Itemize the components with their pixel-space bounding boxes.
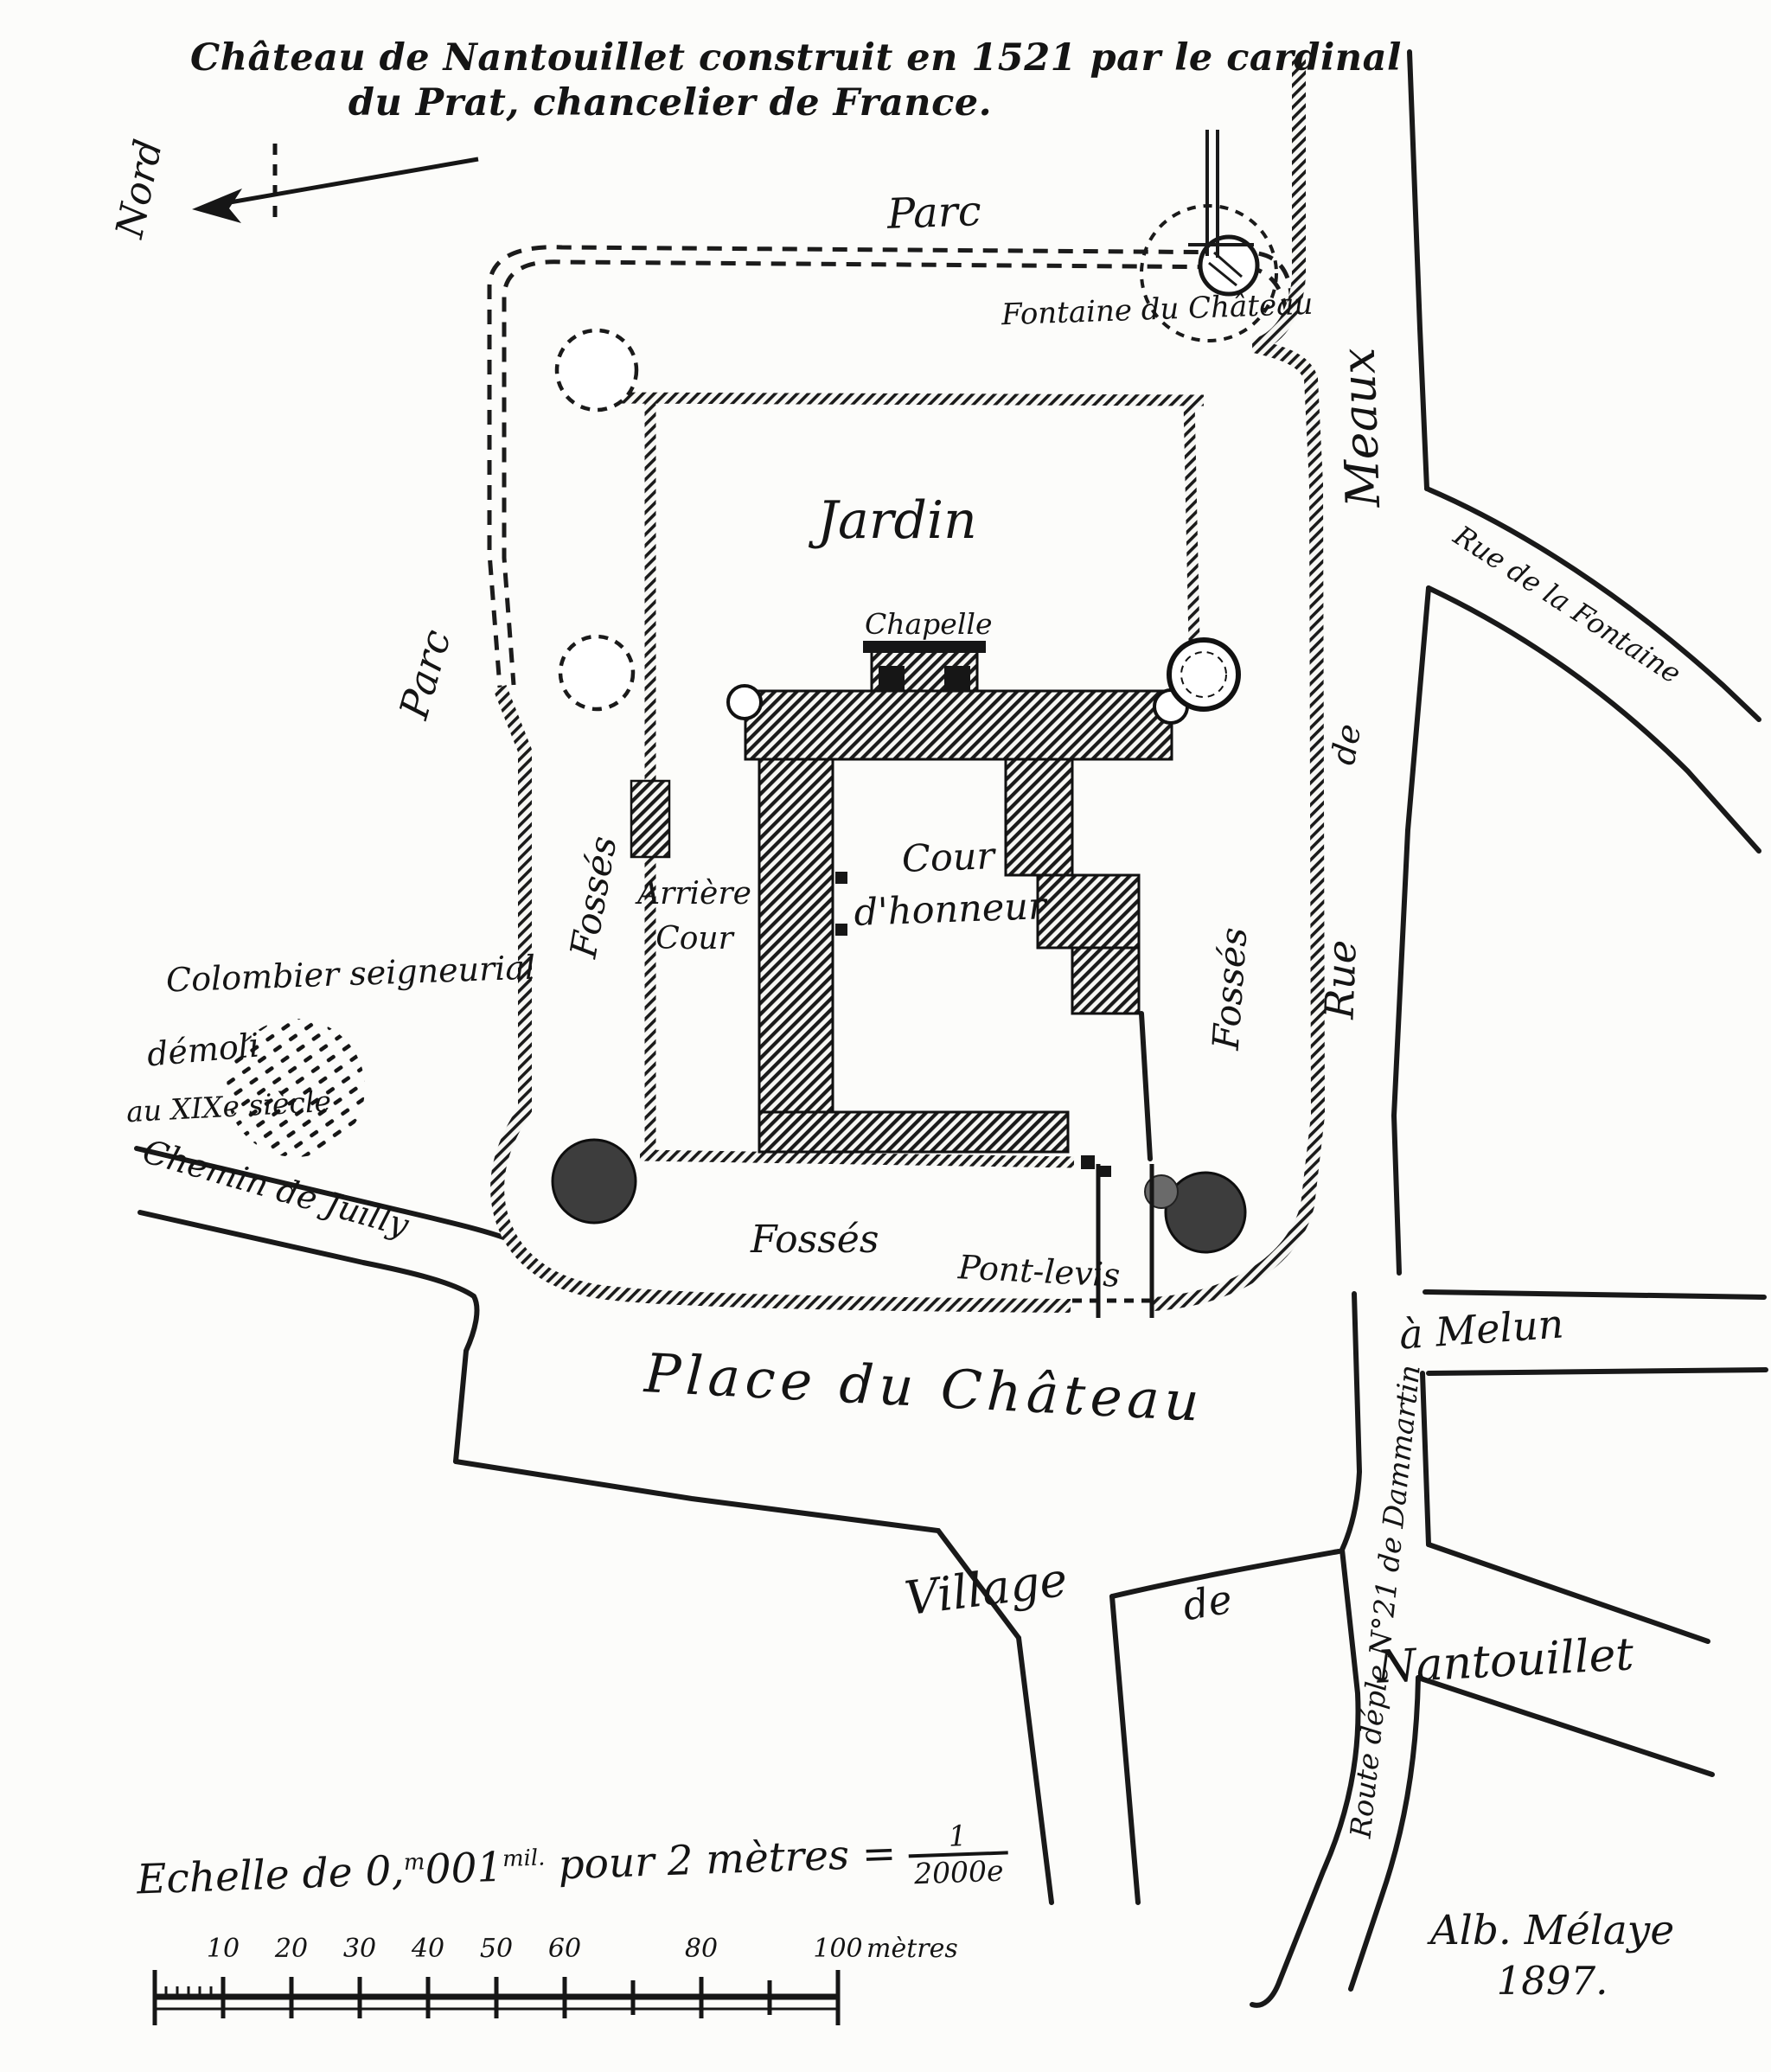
scalebar-tick-40: 40 xyxy=(411,1934,445,1964)
fosses-bottom-label: Fossés xyxy=(751,1218,879,1262)
scalebar-unit: mètres xyxy=(866,1934,958,1964)
scalebar-tick-10: 10 xyxy=(206,1934,240,1964)
chapelle-label: Chapelle xyxy=(865,607,993,641)
meaux-label: Meaux xyxy=(1330,347,1391,508)
fosses-right-label: Fossés xyxy=(1204,925,1256,1052)
roads xyxy=(134,49,1768,2008)
signature: Alb. Mélaye 1897. xyxy=(1418,1906,1686,2005)
scalebar-tick-30: 30 xyxy=(342,1934,377,1964)
cour-honneur-label: Cour d'honneur xyxy=(853,835,1047,936)
fountain-drawing xyxy=(1140,130,1278,342)
north-arrow xyxy=(192,144,479,227)
park-boundary-dashed xyxy=(487,245,1295,688)
pont-levis-label: Pont-levis xyxy=(957,1248,1122,1295)
moat-walls xyxy=(490,54,1326,1313)
arriere-cour-label: Arrière Cour xyxy=(637,876,751,957)
chateau-building xyxy=(744,644,1173,1154)
west-wall-gate xyxy=(630,779,671,859)
signature-name: Alb. Mélaye xyxy=(1429,1907,1675,1954)
rue-label: Rue xyxy=(1315,938,1365,1020)
scalebar-tick-20: 20 xyxy=(274,1934,309,1964)
signature-year: 1897. xyxy=(1496,1957,1608,2004)
map-title: Château de Nantouillet construit en 1521… xyxy=(190,36,1402,125)
parc-top-label: Parc xyxy=(886,187,982,239)
map-title-line1: Château de Nantouillet construit en 1521… xyxy=(190,36,1402,80)
scalebar-tick-80: 80 xyxy=(684,1934,719,1964)
garden-walls xyxy=(604,392,1205,1168)
drawbridge-drawing xyxy=(1072,1164,1154,1318)
jardin-label: Jardin xyxy=(817,490,977,551)
towers xyxy=(551,328,1247,1254)
scalebar-tick-100: 100 xyxy=(813,1934,863,1964)
chapel-details xyxy=(835,641,1111,1177)
scalebar-tick-60: 60 xyxy=(547,1934,582,1964)
rue-de-label: de xyxy=(1323,720,1369,768)
village-de-label: de xyxy=(1179,1575,1236,1630)
dovecote-circle xyxy=(227,1019,365,1157)
scalebar-tick-50: 50 xyxy=(479,1934,514,1964)
scale-bar xyxy=(152,1970,841,2025)
map-title-line2: du Prat, chancelier de France. xyxy=(348,80,993,125)
